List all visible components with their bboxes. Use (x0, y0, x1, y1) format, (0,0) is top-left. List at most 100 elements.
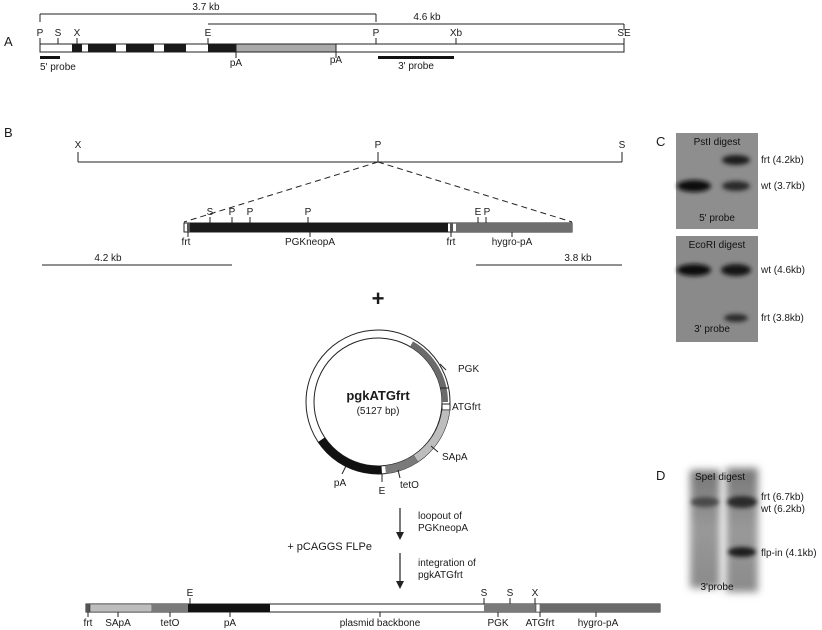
blot-ecori: EcoRI digest 3' probe wt (4.6kb) frt (3.… (676, 236, 805, 342)
probe-3-bar (378, 56, 454, 59)
final-sapa-label: SApA (105, 618, 131, 629)
exon (88, 44, 116, 52)
exon (208, 44, 236, 52)
frt-site (86, 604, 90, 612)
site-s: S (207, 207, 214, 218)
plasmid-e-label: E (379, 486, 386, 497)
flpe-label: + pCAGGS FLPe (287, 541, 372, 553)
site-p: P (375, 140, 382, 151)
span-3-8kb-label: 3.8 kb (564, 253, 592, 264)
site-se: SE (617, 28, 631, 39)
plasmid-teto-label: tetO (400, 480, 419, 491)
step2-line2: pgkATGfrt (418, 570, 463, 581)
final-sites: E S S X (187, 588, 539, 604)
blot-title: SpeI digest (695, 472, 745, 483)
hygro-pa-label: hygro-pA (492, 237, 533, 248)
final-atgfrt-label: ATGfrt (526, 618, 555, 629)
band-wt (721, 264, 751, 276)
sapa-block (89, 603, 153, 613)
frt-label: frt (447, 237, 456, 248)
hygro-block (540, 604, 660, 612)
blot-membrane (676, 236, 758, 342)
site-s: S (619, 140, 626, 151)
probe-5-bar (40, 56, 60, 59)
sites-a: P S X E P Xb SE (37, 28, 631, 44)
exon (72, 44, 82, 52)
insertion-dashed-line (183, 161, 379, 223)
pgk-segment (410, 341, 448, 402)
band-label-wt: wt (6.2kb) (760, 504, 805, 515)
exon (164, 44, 186, 52)
teto-segment (385, 455, 418, 474)
band-wt (677, 264, 711, 276)
pa-block (188, 604, 270, 612)
blot-title: PstI digest (694, 137, 741, 148)
panel-a: A 3.7 kb 4.6 kb P S X E P Xb SE pA pA (4, 2, 631, 73)
final-labels: frt SApA tetO pA plasmid backbone PGK AT… (84, 612, 619, 629)
site-s: S (507, 588, 514, 599)
band-label-wt: wt (4.6kb) (760, 265, 805, 276)
band-label-frt: frt (6.7kb) (761, 492, 804, 503)
site-p: P (37, 28, 44, 39)
plasmid-pgk-label: PGK (458, 364, 479, 375)
site-e: E (187, 588, 194, 599)
pa-right-label: pA (330, 55, 343, 66)
span-4-2kb-label: 4.2 kb (94, 253, 122, 264)
site-p: P (373, 28, 380, 39)
site-x: X (74, 28, 81, 39)
pa-segment (318, 437, 382, 475)
final-teto-label: tetO (161, 618, 180, 629)
band-frt (724, 314, 748, 322)
panel-c-label: C (656, 134, 665, 149)
step2-line1: integration of (418, 558, 476, 569)
plasmid-sapa-label: SApA (442, 452, 468, 463)
panel-d-label: D (656, 468, 665, 483)
plasmid-size: (5127 bp) (357, 406, 400, 417)
site-e: E (475, 207, 482, 218)
hygro-pa-block (456, 223, 572, 232)
probe-3-label: 3' probe (398, 61, 434, 72)
band-frt-wt (727, 496, 757, 508)
plasmid-name: pgkATGfrt (346, 388, 410, 403)
blot-title: EcoRI digest (689, 240, 746, 251)
frt-label: frt (182, 237, 191, 248)
blot-probe: 5' probe (699, 213, 735, 224)
plasmid-pa-label: pA (334, 478, 347, 489)
site-p: P (484, 207, 491, 218)
blot-psti: PstI digest 5' probe frt (4.2kb) wt (3.7… (676, 133, 805, 229)
final-pgk-label: PGK (487, 618, 508, 629)
frt-site (450, 223, 453, 232)
arrow-head (396, 532, 404, 540)
cassette-sites: S P P P E P (207, 207, 491, 223)
site-x: X (532, 588, 539, 599)
site-e: E (205, 28, 212, 39)
plasmid-map: pgkATGfrt (5127 bp) PGK ATGfrt SApA tetO… (305, 329, 481, 497)
plus-sign: + (372, 286, 385, 311)
site-p: P (247, 207, 254, 218)
final-hygro-label: hygro-pA (578, 618, 619, 629)
blot-probe: 3' probe (694, 324, 730, 335)
band-label-wt: wt (3.7kb) (760, 181, 805, 192)
pgk-block (484, 604, 536, 612)
panel-d: D SpeI digest 3'probe frt (6.7kb) wt (6.… (656, 466, 817, 596)
blot-lane (726, 468, 758, 592)
band-frt (691, 497, 719, 507)
blot-lane (690, 470, 720, 588)
frt-site (187, 223, 190, 232)
panel-a-label: A (4, 34, 13, 49)
atgfrt-block (535, 603, 541, 613)
blot-probe: 3'probe (700, 582, 733, 593)
arrow-head (396, 581, 404, 589)
site-p: P (305, 207, 312, 218)
utr-region (235, 43, 337, 53)
span-4-6kb-label: 4.6 kb (413, 12, 441, 23)
site-s: S (481, 588, 488, 599)
band-label-frt: frt (3.8kb) (761, 313, 804, 324)
site-s: S (55, 28, 62, 39)
panel-b-label: B (4, 125, 13, 140)
exon (126, 44, 154, 52)
final-frt-label: frt (84, 618, 93, 629)
step1-line2: PGKneopA (418, 523, 468, 534)
panel-b: B X P S S P P P E P frt PGKneopA frt (4, 125, 661, 629)
